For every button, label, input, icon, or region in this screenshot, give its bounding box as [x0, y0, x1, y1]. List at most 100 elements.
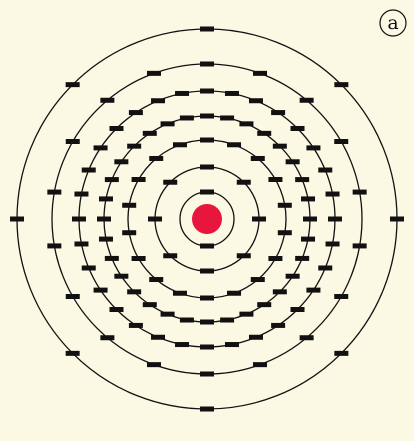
electron: [291, 126, 305, 131]
electron: [273, 144, 287, 149]
electron: [97, 217, 111, 222]
electron: [66, 82, 80, 87]
electron: [220, 115, 234, 120]
electron: [353, 190, 367, 195]
electron: [253, 362, 267, 367]
electron: [132, 177, 146, 182]
electron: [225, 91, 239, 96]
electron: [74, 192, 88, 197]
electron: [143, 302, 157, 307]
electron: [306, 288, 320, 293]
electron: [268, 177, 282, 182]
electron: [200, 62, 214, 67]
electron: [173, 291, 187, 296]
electron: [301, 237, 315, 242]
electron: [200, 165, 214, 170]
electron: [200, 372, 214, 377]
panel-label: a: [378, 8, 408, 38]
electron: [66, 139, 80, 144]
electron: [326, 241, 340, 246]
electron: [47, 190, 61, 195]
electron: [180, 115, 194, 120]
electron: [200, 138, 214, 143]
electron: [200, 244, 214, 249]
electron: [334, 294, 348, 299]
electron: [334, 351, 348, 356]
electron: [326, 192, 340, 197]
electron: [114, 159, 128, 164]
electron: [251, 156, 265, 161]
electron: [149, 277, 163, 282]
electron: [200, 89, 214, 94]
electron: [286, 274, 300, 279]
electron: [161, 312, 175, 317]
electron: [249, 98, 263, 103]
electron: [253, 71, 267, 76]
electron: [143, 131, 157, 136]
electron: [220, 318, 234, 323]
panel-label-text: a: [378, 8, 408, 38]
electron: [295, 177, 309, 182]
electron: [353, 243, 367, 248]
electron: [239, 312, 253, 317]
electron: [180, 318, 194, 323]
electron: [257, 302, 271, 307]
electron: [149, 156, 163, 161]
electron: [94, 288, 108, 293]
electron: [82, 265, 96, 270]
electron: [301, 196, 315, 201]
electron: [163, 253, 177, 258]
electron: [148, 217, 162, 222]
electron: [306, 145, 320, 150]
electron: [268, 256, 282, 261]
electron: [122, 203, 136, 208]
electron: [127, 144, 141, 149]
electron: [273, 289, 287, 294]
electron: [109, 307, 123, 312]
electron: [100, 335, 114, 340]
electron: [252, 217, 266, 222]
electron: [147, 362, 161, 367]
electron: [251, 277, 265, 282]
electron: [200, 407, 214, 412]
electron: [109, 126, 123, 131]
electron: [200, 190, 214, 195]
electron: [200, 296, 214, 301]
electron: [129, 110, 143, 115]
electron: [225, 342, 239, 347]
electron: [129, 323, 143, 328]
electron: [114, 274, 128, 279]
electron: [99, 196, 113, 201]
electron: [132, 256, 146, 261]
electron: [278, 230, 292, 235]
electron: [271, 323, 285, 328]
electron: [303, 217, 317, 222]
electron: [286, 159, 300, 164]
electron: [200, 269, 214, 274]
electron: [328, 217, 342, 222]
electron: [100, 98, 114, 103]
electron: [390, 217, 404, 222]
electron: [72, 217, 86, 222]
electron: [200, 27, 214, 32]
electron: [239, 121, 253, 126]
electron: [257, 131, 271, 136]
electron: [200, 345, 214, 350]
electron: [227, 142, 241, 147]
electron: [334, 82, 348, 87]
electron: [249, 335, 263, 340]
electron: [10, 217, 24, 222]
electron: [334, 139, 348, 144]
electron: [175, 91, 189, 96]
electron: [237, 180, 251, 185]
electron: [291, 307, 305, 312]
electron: [105, 256, 119, 261]
electron: [200, 320, 214, 325]
electron: [278, 203, 292, 208]
electron: [66, 294, 80, 299]
electron: [122, 230, 136, 235]
electron: [47, 243, 61, 248]
electron: [161, 121, 175, 126]
electron: [318, 168, 332, 173]
